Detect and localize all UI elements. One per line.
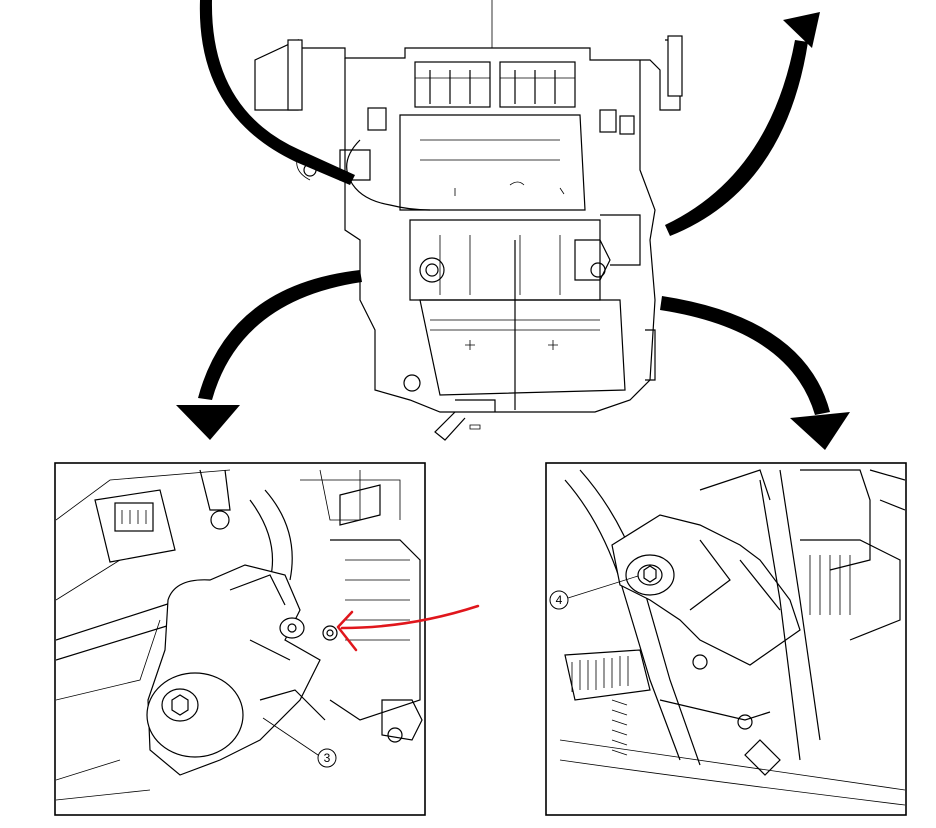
red-annotation-arrow	[336, 604, 480, 652]
curved-arrow-top-right	[665, 12, 820, 236]
hvac-unit-overview	[254, 0, 683, 441]
detail-panel-left: 3	[54, 462, 426, 816]
curved-arrow-top-left	[199, 0, 355, 185]
callout-4-label: 4	[556, 593, 563, 607]
callout-3-circle	[317, 748, 337, 768]
detail-panel-right: 4	[545, 462, 907, 816]
curved-arrow-bottom-right	[660, 296, 850, 450]
vent-left	[414, 61, 491, 108]
callout-4-circle	[549, 590, 569, 610]
curved-arrow-bottom-left	[176, 270, 362, 440]
actuator-4	[611, 514, 801, 666]
callout-3-label: 3	[324, 751, 331, 765]
vent-right	[499, 61, 576, 108]
